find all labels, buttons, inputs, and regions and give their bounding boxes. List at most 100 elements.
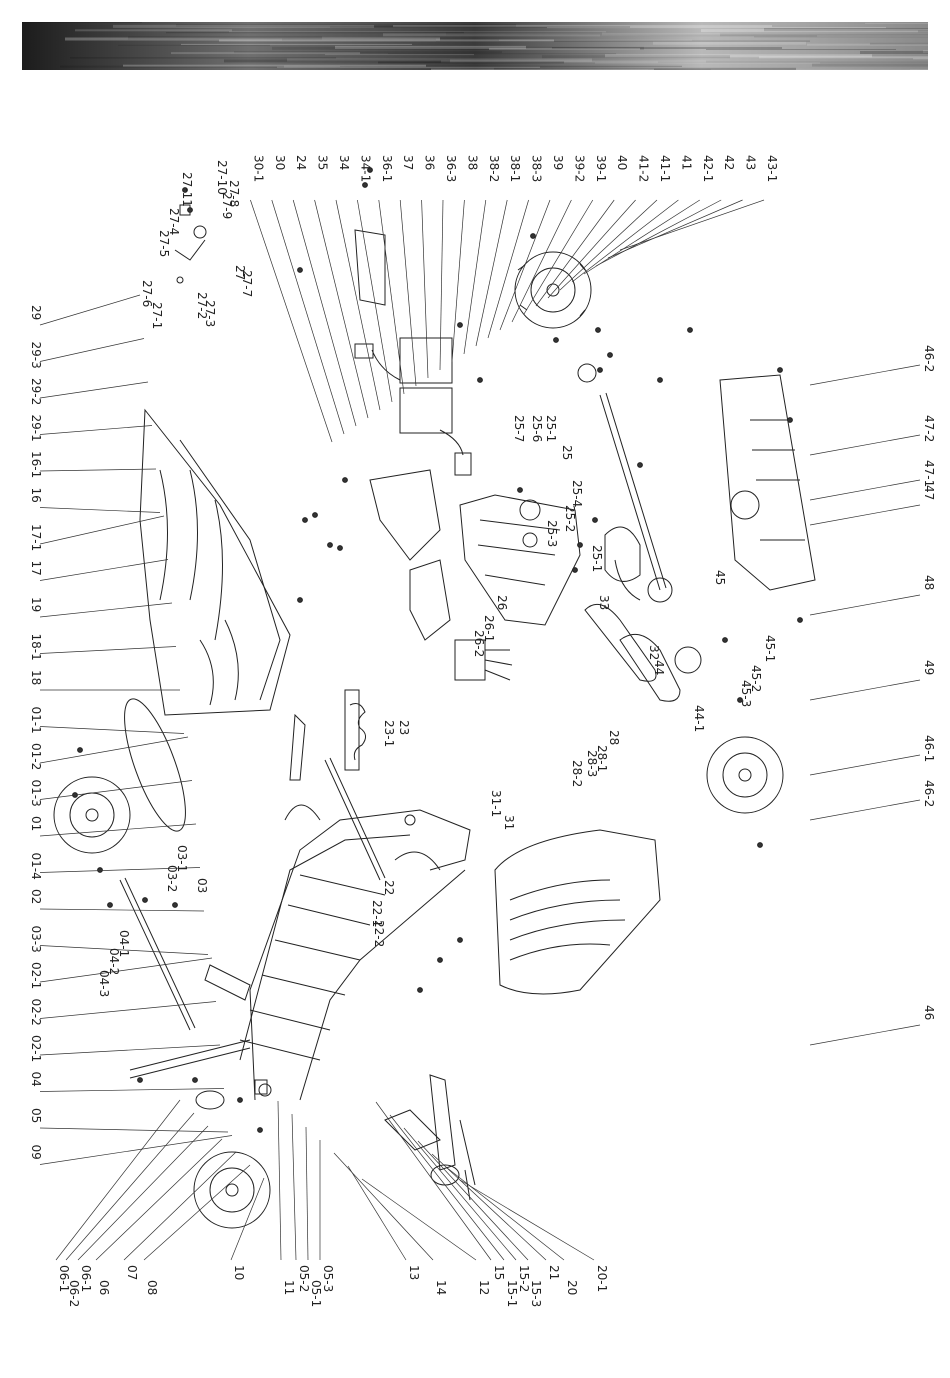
leader-line <box>459 1179 595 1261</box>
bolt <box>553 337 559 343</box>
leader-line <box>271 199 345 435</box>
fasteners <box>72 167 803 1133</box>
part-label: 16-1 <box>29 451 43 478</box>
leader-line <box>595 199 722 267</box>
part-label: 43 <box>744 155 758 170</box>
part-label: 06-1 <box>79 1265 93 1292</box>
axles <box>119 757 386 1079</box>
part-labels: 43-1434242-14141-141-24039-139-23938-338… <box>29 155 936 1307</box>
controller <box>454 639 513 681</box>
leader-line <box>511 199 572 323</box>
part-label: 29-3 <box>29 342 43 369</box>
leader-line <box>333 1152 434 1261</box>
part-label: 30-1 <box>251 155 265 182</box>
bolt <box>597 367 603 373</box>
part-label: 46-2 <box>922 345 936 372</box>
leader-line <box>347 1165 407 1261</box>
bolt <box>312 512 318 518</box>
part-label: 48 <box>922 575 936 590</box>
part-label: 36-1 <box>380 155 394 182</box>
leader-line <box>421 199 429 379</box>
leader-line <box>39 1044 221 1056</box>
leader-line <box>335 199 381 411</box>
part-label: 41-1 <box>658 155 672 182</box>
leader-line <box>55 1099 181 1261</box>
part-label: 01-2 <box>29 743 43 770</box>
part-label: 17 <box>29 561 43 576</box>
bolt <box>517 487 523 493</box>
leader-line <box>39 908 205 912</box>
bolt <box>477 377 483 383</box>
part-label: 23 <box>397 720 411 735</box>
part-label: 15-1 <box>505 1280 519 1307</box>
leader-line <box>417 1140 529 1261</box>
leader-line <box>403 1127 517 1261</box>
part-label: 35 <box>316 155 330 170</box>
bolt <box>722 637 728 643</box>
wheel-top <box>514 251 592 329</box>
part-label: 23-1 <box>382 720 396 747</box>
part-label: 45-2 <box>749 665 763 692</box>
part-label: 06-1 <box>57 1265 71 1292</box>
leader-line <box>39 294 141 326</box>
part-label: 25-6 <box>530 415 544 442</box>
part-label: 45-1 <box>763 635 777 662</box>
leader-line <box>314 199 369 419</box>
part-label: 06-2 <box>67 1280 81 1307</box>
part-label: 02-1 <box>29 962 43 989</box>
bolt <box>97 867 103 873</box>
leader-line <box>809 434 921 456</box>
part-label: 25 <box>560 445 574 460</box>
part-label: 27-1 <box>150 302 164 329</box>
part-label: 41 <box>679 155 693 170</box>
chain-32 <box>619 633 681 702</box>
bolt <box>757 842 763 848</box>
wheel-left <box>53 776 131 854</box>
part-label: 47-1 <box>922 460 936 487</box>
bolt <box>187 207 193 213</box>
part-label: 22-2 <box>372 920 386 947</box>
part-label: 30 <box>273 155 287 170</box>
leader-line <box>39 957 213 983</box>
part-label: 38-1 <box>508 155 522 182</box>
part-label: 11 <box>282 1280 296 1295</box>
leader-line <box>809 754 921 776</box>
deck-plate <box>139 408 291 716</box>
leader-line <box>123 1151 237 1261</box>
bolt <box>595 327 601 333</box>
part-label: 03-2 <box>165 865 179 892</box>
leader-line <box>305 1126 309 1261</box>
leader-line <box>291 1113 297 1261</box>
part-label: 26-1 <box>482 615 496 642</box>
wheel-bottom <box>193 1151 271 1229</box>
leader-line <box>535 199 615 307</box>
leader-line <box>389 1114 505 1261</box>
part-label: 46-2 <box>922 780 936 807</box>
part-label: 25-1 <box>544 415 558 442</box>
header-banner <box>22 22 928 70</box>
part-label: 14 <box>434 1280 448 1295</box>
leader-line <box>39 780 193 800</box>
part-label: 28-1 <box>595 745 609 772</box>
part-label: 31 <box>502 815 516 830</box>
leader-line <box>357 199 393 403</box>
leader-line <box>292 199 357 427</box>
leader-line <box>39 646 177 654</box>
part-label: 36 <box>423 155 437 170</box>
bolt <box>577 542 583 548</box>
drive-shaft <box>577 363 667 591</box>
bolt <box>327 542 333 548</box>
bolt <box>437 957 443 963</box>
part-label: 37 <box>401 155 415 170</box>
part-label: 02-2 <box>29 999 43 1026</box>
part-label: 40 <box>615 155 629 170</box>
part-label: 42 <box>722 155 736 170</box>
bolt <box>572 567 578 573</box>
part-label: 49 <box>922 660 936 675</box>
leader-line <box>431 1153 547 1261</box>
bolt <box>342 477 348 483</box>
leader-line <box>583 199 700 275</box>
part-label: 31-1 <box>489 790 503 817</box>
part-label: 05-3 <box>321 1265 335 1292</box>
bolt <box>297 597 303 603</box>
